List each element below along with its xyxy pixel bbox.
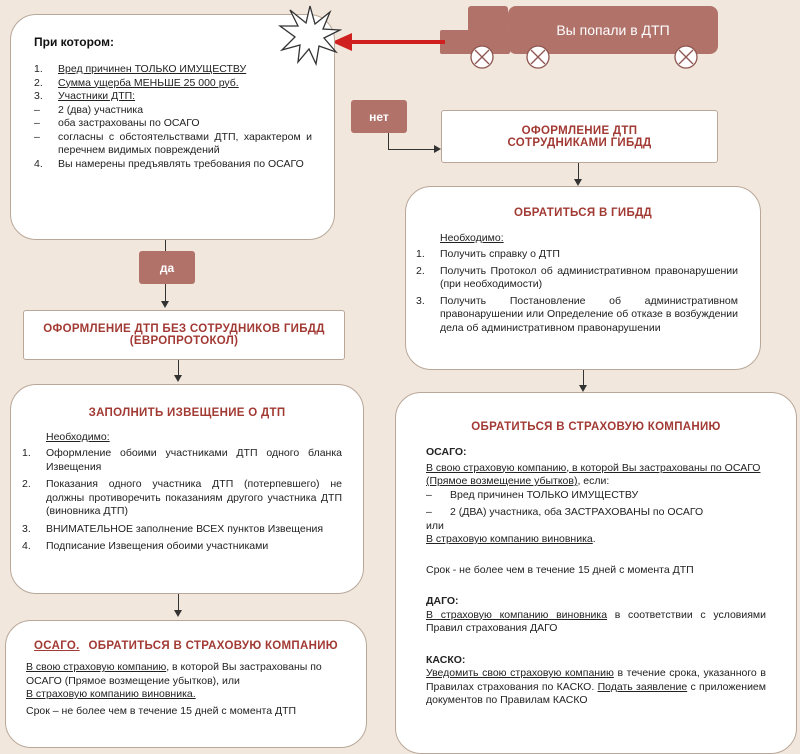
osago-culprit: В страховую компанию виновника. (426, 533, 596, 545)
dago-text: В страховую компанию виновника в соответ… (426, 608, 767, 635)
europrotocol-box: ОФОРМЛЕНИЕ ДТП БЕЗ СОТРУДНИКОВ ГИБДД (ЕВ… (23, 310, 345, 360)
connector-no-vertical (388, 133, 389, 149)
kasko-heading: КАСКО: (426, 653, 466, 666)
connector-gibdd-2 (583, 370, 584, 385)
insurance-right-box (395, 392, 797, 754)
osago-left-title-a: ОСАГО. (34, 640, 80, 652)
osago-left-title-b: ОБРАТИТЬСЯ В СТРАХОВУЮ КОМПАНИЮ (88, 640, 338, 652)
europrotocol-title-2: (ЕВРОПРОТОКОЛ) (129, 335, 239, 347)
osago-left-p2: В страховую компанию виновника. (26, 688, 196, 700)
notice-list: 1.Оформление обоими участниками ДТП одно… (22, 447, 342, 554)
gibdd-contact-box (405, 186, 761, 370)
list-item: –оба застрахованы по ОСАГО (34, 117, 200, 129)
arrow-gibdd-2 (579, 385, 587, 392)
notice-box (10, 384, 364, 594)
arrow-euro (174, 375, 182, 382)
no-label: нет (351, 100, 407, 133)
osago-own: В свою страховую компанию, в которой Вы … (426, 461, 761, 488)
kasko-text: Уведомить свою страховую компанию в тече… (426, 667, 766, 706)
list-item: 1.Оформление обоими участниками ДТП одно… (22, 447, 342, 473)
osago-left-p1: В свою страховую компанию, в которой Вы … (26, 661, 322, 687)
gibdd-contact-list: 1.Получить справку о ДТП 2.Получить Прот… (416, 248, 738, 335)
conditions-box (10, 14, 335, 240)
osago-or: или (426, 519, 444, 532)
crash-arrow (332, 33, 445, 51)
list-item: 1.Вред причинен ТОЛЬКО ИМУЩЕСТВУ (34, 63, 247, 75)
osago-term: Срок - не более чем в течение 15 дней с … (426, 563, 694, 576)
yes-label: да (139, 251, 195, 284)
connector-no-horizontal (388, 149, 434, 150)
notice-title: ЗАПОЛНИТЬ ИЗВЕЩЕНИЕ О ДТП (88, 407, 286, 419)
list-item: 3.Получить Постановление об администрати… (416, 294, 738, 334)
connector-gibdd-1 (578, 163, 579, 179)
osago-left-text: В свою страховую компанию, в которой Вы … (26, 661, 348, 718)
dago-heading: ДАГО: (426, 595, 459, 607)
arrow-yes (161, 301, 169, 308)
insurance-right-text: ОСАГО: В свою страховую компанию, в кото… (426, 446, 766, 708)
osago-heading: ОСАГО: (426, 446, 467, 458)
truck-cab (468, 6, 508, 32)
list-item: –Вред причинен ТОЛЬКО ИМУЩЕСТВУ (426, 488, 639, 501)
arrow-no (434, 145, 441, 153)
insurance-right-title: ОБРАТИТЬСЯ В СТРАХОВУЮ КОМПАНИЮ (471, 421, 721, 433)
osago-left-p3: Срок – не более чем в течение 15 дней с … (26, 704, 297, 717)
notice-needed: Необходимо: (46, 431, 110, 443)
list-item: 1.Получить справку о ДТП (416, 248, 560, 260)
gibdd-register-title-2: СОТРУДНИКАМИ ГИБДД (507, 136, 652, 149)
truck-icon: Вы попали в ДТП (440, 6, 720, 70)
list-item: 2.Получить Протокол об административном … (416, 264, 738, 291)
list-item: 3.ВНИМАТЕЛЬНОЕ заполнение ВСЕХ пунктов И… (22, 522, 324, 535)
gibdd-register-title-1: ОФОРМЛЕНИЕ ДТП (521, 124, 638, 137)
conditions-title: При котором: (34, 35, 114, 49)
arrow-gibdd-1 (574, 179, 582, 186)
list-item: –согласны с обстоятельствами ДТП, характ… (34, 130, 312, 157)
gibdd-contact-title: ОБРАТИТЬСЯ В ГИБДД (514, 207, 652, 219)
conditions-list: 1.Вред причинен ТОЛЬКО ИМУЩЕСТВУ 2.Сумма… (34, 63, 312, 171)
explosion-icon (278, 5, 342, 67)
list-item: 2.Показания одного участника ДТП (потерп… (22, 478, 342, 517)
gibdd-register-box: ОФОРМЛЕНИЕ ДТП СОТРУДНИКАМИ ГИБДД (441, 110, 718, 163)
truck-wheels (470, 45, 698, 69)
connector-notice (178, 594, 179, 610)
list-item: –2 (ДВА) участника, оба ЗАСТРАХОВАНЫ по … (426, 506, 704, 518)
list-item: 4.Подписание Извещения обоими участникам… (22, 540, 269, 552)
truck-label: Вы попали в ДТП (556, 22, 670, 38)
osago-left-box (5, 620, 367, 748)
list-item: –2 (два) участника (34, 103, 144, 116)
arrow-notice (174, 610, 182, 617)
osago-left-title: ОСАГО. ОБРАТИТЬСЯ В СТРАХОВУЮ КОМПАНИЮ (5, 636, 367, 654)
list-item: 4.Вы намерены предъявлять требования по … (34, 157, 304, 170)
list-item: 2.Сумма ущерба МЕНЬШЕ 25 000 руб. (34, 76, 239, 89)
europrotocol-title-1: ОФОРМЛЕНИЕ ДТП БЕЗ СОТРУДНИКОВ ГИБДД (43, 323, 325, 335)
connector-euro (178, 360, 179, 375)
gibdd-needed: Необходимо: (440, 232, 504, 244)
list-item: 3.Участники ДТП: (34, 90, 136, 102)
